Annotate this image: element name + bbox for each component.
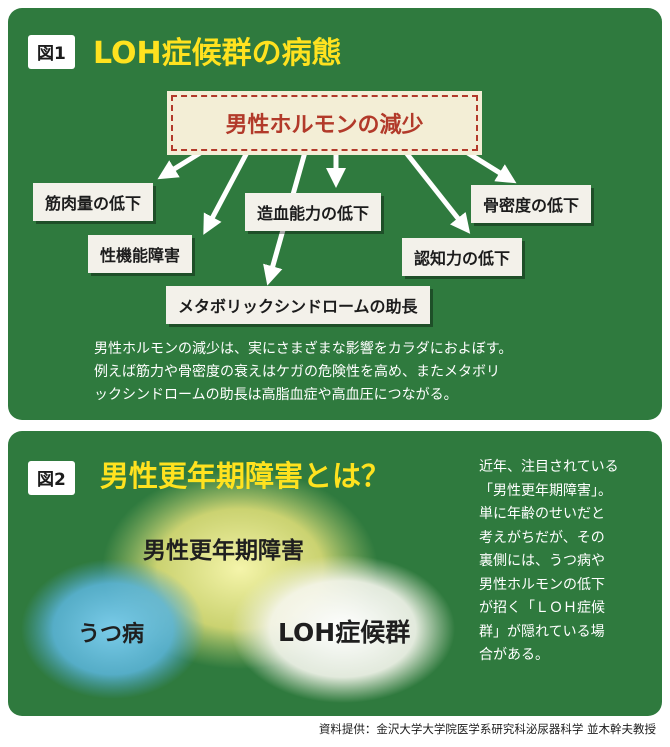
side-text-line: が招く「ＬＯＨ症候 xyxy=(479,600,605,616)
source-caption: 資料提供：金沢大学大学院医学系研究科泌尿器科学 並木幹夫教授 xyxy=(318,722,656,736)
description-line: 男性ホルモンの減少は、実にさまざまな影響をカラダにおよぼす。 xyxy=(94,341,513,357)
figure2-side-text: 近年、注目されている 「男性更年期障害」。 単に年齢のせいだと 考えがちだが、そ… xyxy=(479,456,619,668)
effect-bone: 骨密度の低下 xyxy=(471,185,592,223)
venn-label-top: 男性更年期障害 xyxy=(143,538,304,564)
description-line: ックシンドロームの助長は高脂血症や高血圧につながる。 xyxy=(94,387,458,403)
effect-cognitive: 認知力の低下 xyxy=(402,238,523,276)
venn-circle-right xyxy=(231,555,455,703)
effect-blood: 造血能力の低下 xyxy=(245,193,382,231)
arrow-to-sexual xyxy=(203,143,254,235)
side-text-line: 群」が隠れている場 xyxy=(479,623,605,640)
side-text-line: 男性ホルモンの低下 xyxy=(479,576,605,593)
venn-label-right: LOH症候群 xyxy=(278,618,411,647)
arrow-to-cognitive xyxy=(398,143,471,234)
effect-sexual: 性機能障害 xyxy=(88,235,193,273)
venn-label-left: うつ病 xyxy=(78,622,145,647)
side-text-line: 合がある。 xyxy=(479,647,549,663)
figure1-label: 図1 xyxy=(28,35,75,69)
side-text-line: 考えがちだが、その xyxy=(479,529,605,546)
figure1-description: 男性ホルモンの減少は、実にさまざまな影響をカラダにおよぼす。 例えば筋力や骨密度… xyxy=(94,338,512,407)
description-line: 例えば筋力や骨密度の衰えはケガの危険性を高め、またメタボリ xyxy=(94,364,500,380)
venn-diagram xyxy=(21,469,455,703)
venn-circle-left xyxy=(21,559,205,699)
figure1-title: LOH症候群の病態 xyxy=(93,36,342,71)
side-text-line: 単に年齢のせいだと xyxy=(479,506,605,522)
effect-metabolic: メタボリックシンドロームの助長 xyxy=(166,286,430,324)
figure2-panel: 図2 男性更年期障害とは？ 男性更年期障害 うつ病 LOH症候群 近年、注目され… xyxy=(8,431,662,716)
figure2-label: 図2 xyxy=(28,461,75,495)
side-text-line: 裏側には、うつ病や xyxy=(479,553,605,569)
side-text-line: 「男性更年期障害」。 xyxy=(479,482,612,499)
side-text-line: 近年、注目されている xyxy=(479,459,619,475)
figure1-panel: 図1 LOH症候群の病態 男性ホルモンの減少 筋肉量の低下 性機能障害 造血能力… xyxy=(8,8,662,420)
hormone-decrease-box: 男性ホルモンの減少 xyxy=(171,95,478,151)
effect-muscle: 筋肉量の低下 xyxy=(33,183,154,221)
figure2-title: 男性更年期障害とは？ xyxy=(100,459,391,493)
